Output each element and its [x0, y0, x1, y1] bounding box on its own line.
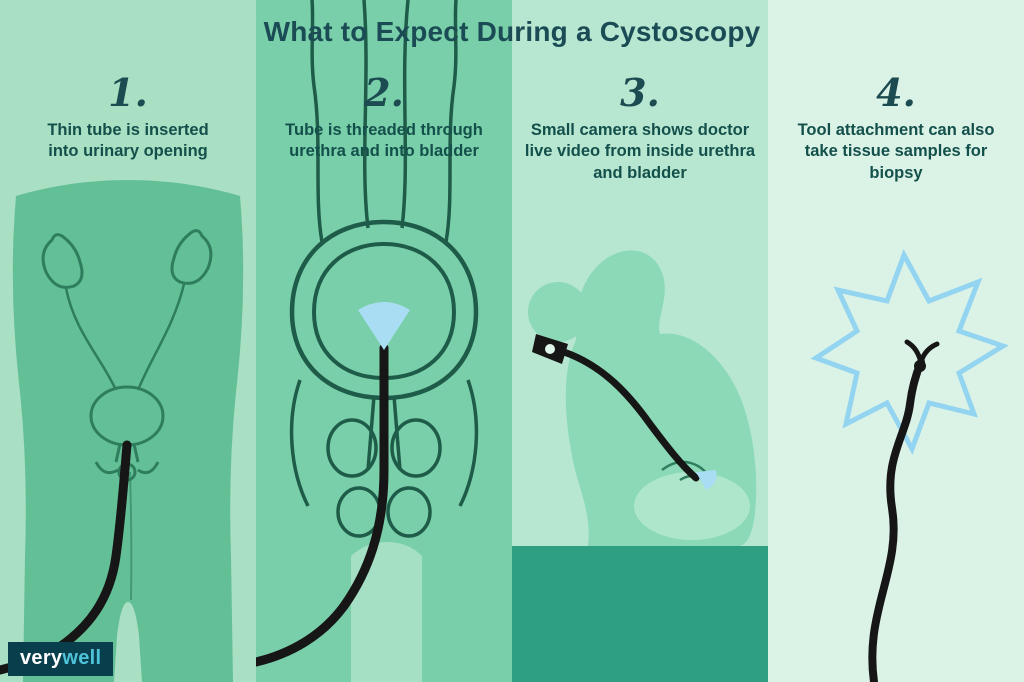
upper-tract-lines: [310, 0, 458, 243]
urethra-prostate: [289, 379, 479, 538]
step-number: 2.: [364, 70, 404, 115]
tool-cable: [868, 358, 925, 682]
panel2-illustration: [256, 0, 479, 682]
panel-step-4: 4. Tool attachment can also take tissue …: [768, 0, 1024, 682]
kidneys: [41, 229, 213, 289]
thigh-shape: [351, 542, 422, 682]
step-number: 3.: [620, 70, 660, 115]
panel-step-2: 2. Tube is threaded through urethra and …: [256, 0, 512, 682]
ureters: [64, 283, 186, 391]
scope-cable: [560, 348, 700, 482]
step-caption: Small camera shows doctor live video fro…: [524, 121, 756, 182]
page-title: What to Expect During a Cystoscopy: [263, 16, 761, 47]
exam-table-band: [512, 546, 768, 682]
panel4-illustration: [810, 248, 1009, 682]
panel3-illustration: [512, 250, 768, 682]
panel-step-3: 3. Small camera shows doctor live video …: [512, 0, 768, 682]
verywell-logo: verywell: [8, 642, 114, 676]
step-number: 4.: [876, 70, 916, 115]
panel1-illustration: [0, 180, 244, 682]
leg-crease-line: [129, 471, 133, 601]
patient-head: [528, 282, 588, 342]
panel-step-1: 1. Thin tube is inserted into urinary op…: [0, 0, 256, 682]
camera-light-beam: [358, 302, 410, 350]
step-number: 1.: [108, 70, 148, 115]
camera-light-tip: [696, 470, 717, 490]
step-caption: Tool attachment can also take tissue sam…: [797, 121, 995, 182]
eyepiece-lens: [545, 344, 555, 354]
brand-text-well: well: [62, 647, 102, 669]
step-caption: Thin tube is inserted into urinary openi…: [47, 121, 209, 161]
burst-highlight: [810, 248, 1009, 456]
folded-leg: [634, 472, 750, 540]
step-caption: Tube is threaded through urethra and int…: [285, 121, 483, 161]
biopsy-grasper: [904, 339, 940, 365]
body-silhouette: [12, 180, 244, 682]
brand-text-very: very: [20, 647, 63, 669]
cystoscope-tube: [256, 343, 389, 667]
